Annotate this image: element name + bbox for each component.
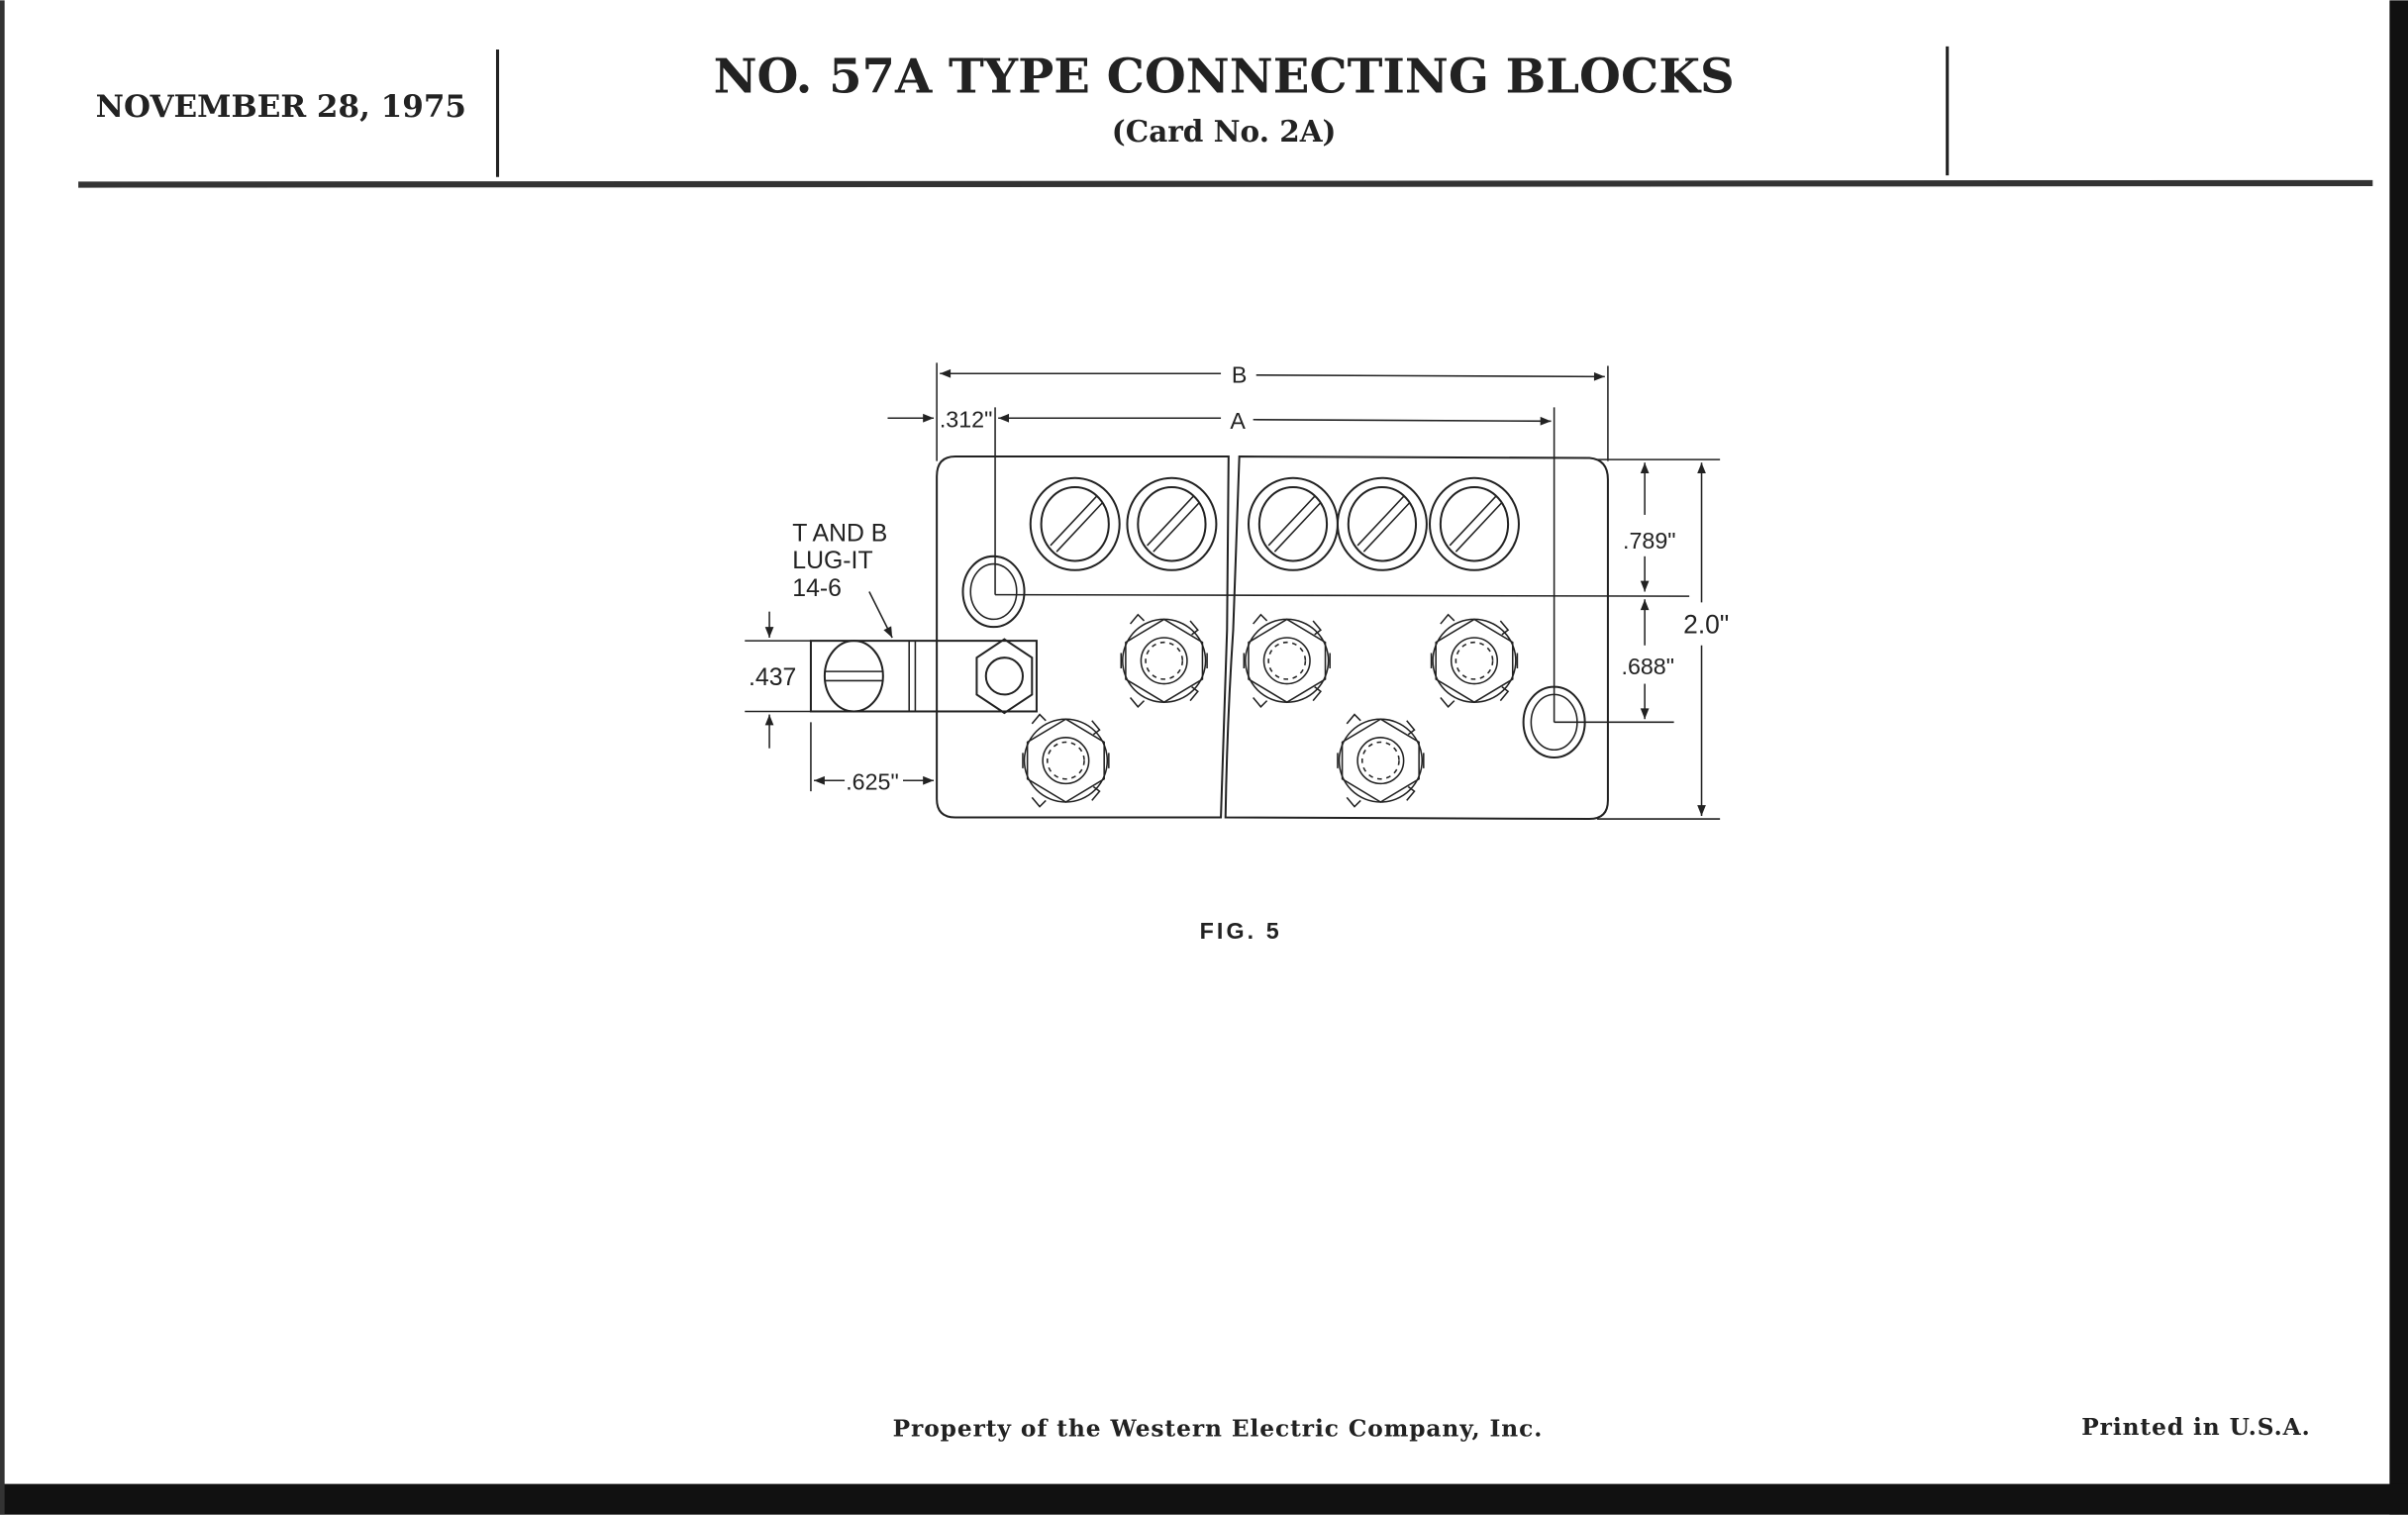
terminal-screw-4 (1336, 476, 1428, 571)
dimension-20-label: 2.0" (1683, 609, 1729, 639)
hex-nut-3 (1430, 613, 1519, 708)
dimension-b-label: B (1232, 362, 1248, 388)
terminal-screw-5 (1428, 476, 1520, 571)
mounting-hole-left (961, 555, 1026, 629)
dimension-625-label: .625" (846, 769, 899, 795)
scan-edge-right (2389, 0, 2408, 1515)
lug-label-line-2: LUG-IT (792, 548, 872, 574)
document-date: NOVEMBER 28, 1975 (96, 89, 466, 125)
dimension-312-label: .312" (940, 407, 993, 433)
hex-nut-5 (1337, 713, 1425, 808)
terminal-screw-2 (1126, 476, 1218, 571)
lug (809, 638, 1038, 715)
dimension-437-label: .437 (749, 664, 796, 691)
dimension-a-label: A (1230, 408, 1246, 434)
dimension-688-label: .688" (1621, 654, 1674, 679)
dimension-789-label: .789" (1623, 528, 1676, 554)
lug-label-line-1: T AND B (792, 520, 887, 547)
document-subtitle: (Card No. 2A) (1112, 114, 1337, 149)
document-title: NO. 57A TYPE CONNECTING BLOCKS (714, 49, 1735, 104)
scan-edge-bottom (0, 1483, 2408, 1515)
figure-caption: FIG. 5 (1200, 918, 1282, 944)
terminal-screw-1 (1029, 476, 1121, 571)
connecting-block-drawing: B A .312" .789" .688" 2.0" .437 .625" T … (745, 362, 1729, 821)
block-body-left (936, 454, 1230, 819)
footer-printed: Printed in U.S.A. (2081, 1414, 2310, 1441)
block-body-right (1224, 454, 1609, 821)
lug-label-line-3: 14-6 (792, 575, 842, 602)
terminal-screw-3 (1247, 476, 1339, 571)
header-rule (78, 179, 2373, 188)
hex-nut-4 (1022, 713, 1110, 808)
hex-nut-1 (1120, 613, 1208, 708)
footer-property: Property of the Western Electric Company… (893, 1416, 1544, 1443)
scan-edge-left (0, 0, 5, 1515)
hex-nut-2 (1243, 613, 1331, 708)
